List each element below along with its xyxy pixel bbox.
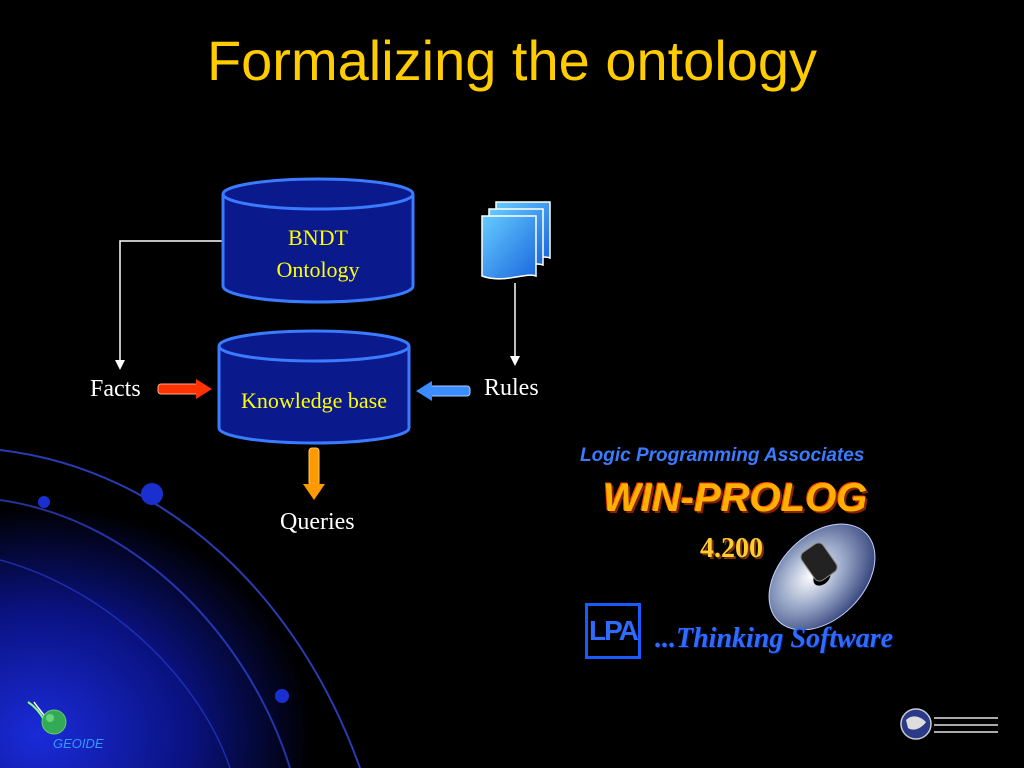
- document-stack-icon: [481, 201, 551, 280]
- facts-label: Facts: [90, 376, 141, 402]
- lpa-company-name: Logic Programming Associates: [580, 445, 865, 466]
- win-prolog-version: 4.200: [700, 533, 763, 564]
- geoide-logo-text: GEOIDE: [53, 736, 104, 751]
- map-logo-icon: [900, 708, 998, 740]
- queries-arrow: [303, 447, 325, 500]
- win-prolog-title: WIN-PROLOG: [603, 476, 868, 520]
- facts-arrow: [157, 379, 212, 399]
- knowledge-base-label: Knowledge base: [240, 388, 387, 413]
- lpa-logo-mark: LPA: [585, 603, 641, 659]
- rules-arrow: [416, 381, 471, 401]
- queries-label: Queries: [280, 509, 355, 535]
- lpa-tagline: ...Thinking Software: [655, 623, 894, 654]
- database-cylinder-icon: [221, 177, 415, 304]
- database-cylinder-icon: [217, 329, 411, 445]
- globe-icon: [27, 701, 67, 735]
- slide-title: Formalizing the ontology: [206, 29, 818, 92]
- knowledge-base-database: Knowledge base: [216, 328, 412, 446]
- ontology-label-line1: BNDT: [288, 225, 348, 250]
- rules-label: Rules: [484, 375, 539, 401]
- ontology-database: BNDT Ontology: [220, 176, 416, 304]
- cd-disc-icon: [768, 523, 876, 630]
- ontology-label-line2: Ontology: [276, 257, 360, 282]
